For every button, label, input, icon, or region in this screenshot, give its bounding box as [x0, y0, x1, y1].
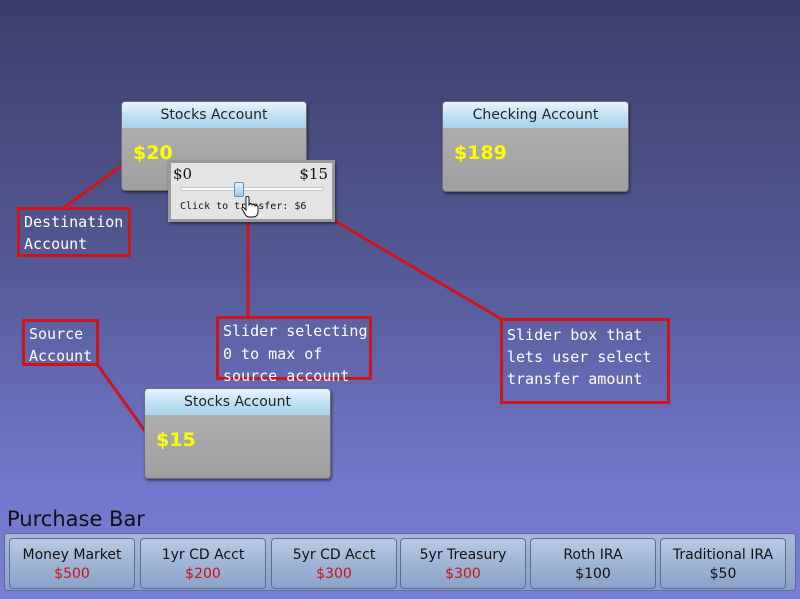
purchase-item-price: $100: [575, 566, 611, 582]
purchase-item-name: Traditional IRA: [672, 547, 774, 563]
purchase-item-price: $300: [445, 566, 481, 582]
leader-source: [95, 363, 152, 439]
purchase-item-name: 1yr CD Acct: [161, 547, 245, 563]
annotation-slider-box: Slider box that lets user select transfe…: [500, 318, 670, 404]
account-title: Stocks Account: [122, 102, 306, 128]
purchase-item-name: 5yr CD Acct: [292, 547, 376, 563]
account-balance: $189: [454, 142, 507, 164]
slider-max-label: $15: [299, 165, 328, 183]
purchase-item-5yr-treasury[interactable]: 5yr Treasury $300: [400, 538, 526, 589]
leader-slider-box: [334, 219, 504, 322]
purchase-bar-title: Purchase Bar: [7, 507, 145, 531]
purchase-item-price: $200: [185, 566, 221, 582]
purchase-item-price: $50: [709, 566, 737, 582]
slider-thumb[interactable]: [233, 182, 244, 197]
annotation-destination-account: Destination Account: [17, 207, 131, 257]
stocks-account-destination[interactable]: Stocks Account $20: [121, 101, 307, 191]
account-title: Checking Account: [443, 102, 628, 128]
purchase-bar: Money Market $500 1yr CD Acct $200 5yr C…: [4, 533, 796, 591]
purchase-item-1yr-cd[interactable]: 1yr CD Acct $200: [140, 538, 266, 589]
purchase-item-price: $300: [316, 566, 352, 582]
account-balance: $15: [156, 429, 196, 451]
hand-pointer-icon: [241, 196, 259, 218]
purchase-item-roth-ira[interactable]: Roth IRA $100: [530, 538, 656, 589]
purchase-item-traditional-ira[interactable]: Traditional IRA $50: [660, 538, 786, 589]
annotation-source-account: Source Account: [22, 319, 99, 366]
annotation-slider: Slider selecting 0 to max of source acco…: [216, 316, 372, 385]
account-title: Stocks Account: [145, 389, 330, 415]
purchase-item-money-market[interactable]: Money Market $500: [9, 538, 135, 589]
checking-account[interactable]: Checking Account $189: [442, 101, 629, 192]
purchase-item-name: Roth IRA: [563, 547, 623, 563]
purchase-item-5yr-cd[interactable]: 5yr CD Acct $300: [271, 538, 397, 589]
purchase-item-price: $500: [54, 566, 90, 582]
leader-destination: [61, 162, 125, 211]
stocks-account-source[interactable]: Stocks Account $15: [144, 388, 331, 479]
purchase-item-name: 5yr Treasury: [419, 547, 507, 563]
account-balance: $20: [133, 142, 173, 164]
transfer-button[interactable]: Click to transfer: $6: [180, 201, 307, 212]
purchase-item-name: Money Market: [22, 547, 122, 563]
slider-min-label: $0: [173, 165, 193, 183]
slider-track[interactable]: [180, 187, 324, 191]
